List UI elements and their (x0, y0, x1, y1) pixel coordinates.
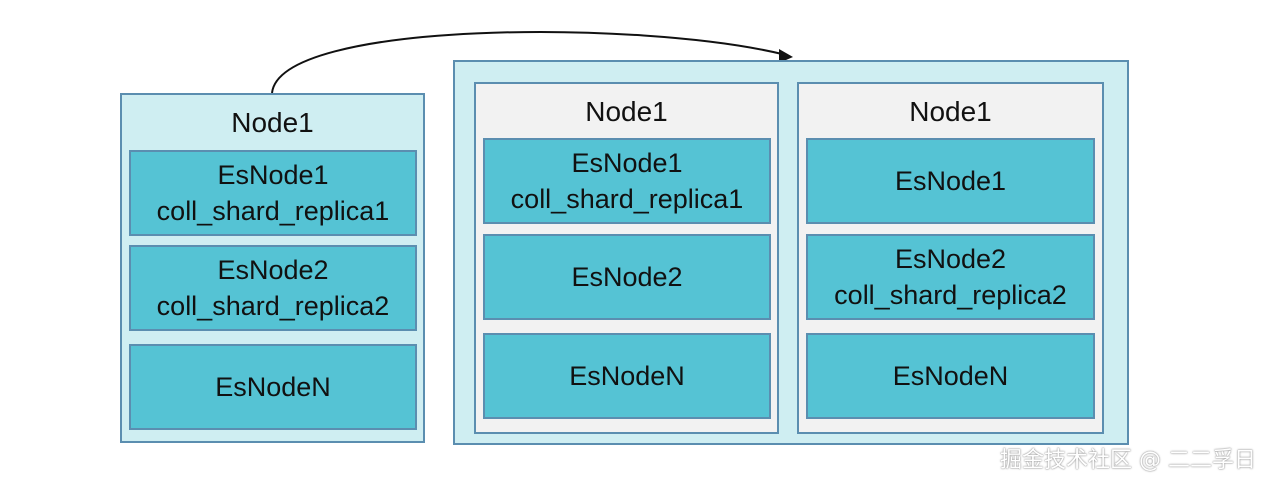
cluster-node-b-esnode-n-name: EsNodeN (892, 361, 1009, 391)
right-cluster: Node1 EsNode1 coll_shard_replica1 EsNode… (453, 60, 1129, 445)
left-esnode-2-shard: coll_shard_replica2 (156, 291, 390, 321)
cluster-node-a-esnode-n: EsNodeN (483, 333, 771, 419)
cluster-node-b-esnode-1: EsNode1 (806, 138, 1095, 224)
left-esnode-1-name: EsNode1 (217, 160, 329, 190)
left-esnode-2-name: EsNode2 (217, 255, 329, 285)
left-esnode-n-name: EsNodeN (215, 372, 331, 402)
cluster-node-a-title: Node1 (585, 96, 668, 127)
left-esnode-1: EsNode1 coll_shard_replica1 (129, 150, 417, 236)
cluster-node-a-esnode-1-name: EsNode1 (571, 148, 683, 178)
cluster-node-a-esnode-1: EsNode1 coll_shard_replica1 (483, 138, 771, 224)
cluster-node-a-esnode-2-name: EsNode2 (571, 262, 683, 292)
left-node-title: Node1 (231, 107, 314, 138)
left-esnode-n: EsNodeN (129, 344, 417, 430)
left-esnode-2: EsNode2 coll_shard_replica2 (129, 245, 417, 331)
cluster-node-b-esnode-n: EsNodeN (806, 333, 1095, 419)
cluster-node-b-esnode-2-name: EsNode2 (894, 244, 1007, 274)
cluster-node-a: Node1 EsNode1 coll_shard_replica1 EsNode… (474, 82, 779, 434)
cluster-node-b-title: Node1 (909, 96, 992, 127)
watermark: 掘金技术社区 @ 二二孚日 (1000, 448, 1256, 473)
left-node: Node1 EsNode1 coll_shard_replica1 EsNode… (120, 93, 425, 443)
cluster-node-a-esnode-n-name: EsNodeN (569, 361, 685, 391)
cluster-node-b-esnode-1-name: EsNode1 (894, 166, 1007, 196)
cluster-node-b: Node1 EsNode1 EsNode2 coll_shard_replica… (797, 82, 1104, 434)
left-esnode-1-shard: coll_shard_replica1 (156, 196, 390, 226)
cluster-node-b-esnode-2: EsNode2 coll_shard_replica2 (806, 234, 1095, 320)
cluster-node-b-esnode-2-shard: coll_shard_replica2 (834, 280, 1067, 310)
cluster-node-a-esnode-1-shard: coll_shard_replica1 (510, 184, 744, 214)
cluster-node-a-esnode-2: EsNode2 (483, 234, 771, 320)
